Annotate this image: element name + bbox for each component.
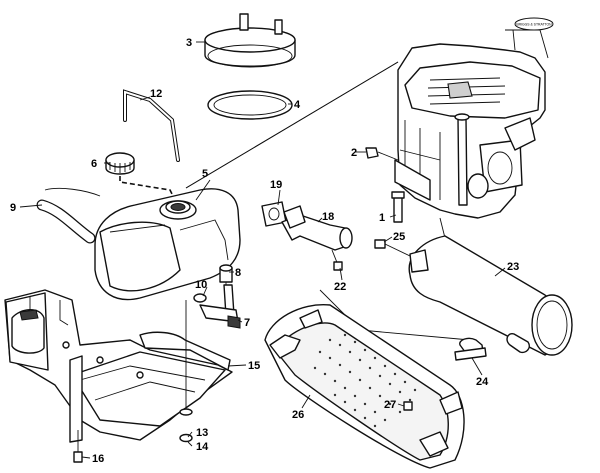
part-3-ring-bracket (204, 13, 296, 68)
callout-12: 12 (150, 88, 162, 100)
part-15-frame (4, 289, 233, 443)
part-16-bolt (73, 430, 83, 463)
callout-3: 3 (186, 37, 192, 49)
part-18-exhaust-pipe (281, 205, 353, 251)
part-23-muffler (408, 235, 573, 356)
part-1-bolt (391, 191, 405, 223)
part-13-nut (179, 433, 193, 443)
part-6-fuel-cap (105, 152, 135, 175)
callout-19: 19 (270, 179, 282, 191)
part-25-bolt (374, 239, 411, 257)
callout-15: 15 (248, 360, 260, 372)
callout-6: 6 (91, 158, 97, 170)
heat-shield-perforations (313, 333, 417, 428)
callout-25: 25 (393, 231, 405, 243)
callout-27: 27 (384, 399, 396, 411)
callout-5: 5 (202, 168, 208, 180)
callout-10: 10 (195, 279, 207, 291)
part-4-gasket (207, 90, 293, 120)
callout-9: 9 (10, 202, 16, 214)
callout-18: 18 (322, 211, 334, 223)
part-9-fuel-hose (36, 187, 101, 244)
callout-24: 24 (476, 376, 489, 388)
part-24-clamp (454, 337, 487, 361)
callout-13: 13 (196, 427, 208, 439)
engine: BRIGGS & STRATTON (394, 17, 554, 219)
part-5-fuel-tank (94, 188, 241, 301)
callout-22: 22 (334, 281, 346, 293)
callout-1: 1 (379, 212, 385, 224)
callout-leaders (19, 41, 506, 459)
part-22-bolt (331, 249, 343, 271)
callout-8: 8 (235, 267, 241, 279)
part-8-grommet (219, 264, 233, 300)
callout-14: 14 (196, 441, 209, 453)
callout-4: 4 (294, 99, 301, 111)
part-27-bolt (403, 401, 413, 411)
part-14-washer (179, 408, 193, 416)
part-7-fuel-valve (199, 284, 241, 329)
callout-2: 2 (351, 147, 357, 159)
callout-16: 16 (92, 453, 104, 465)
briggs-stratton-logo: BRIGGS & STRATTON (514, 17, 554, 31)
part-10-clamp (193, 293, 207, 303)
part-12-vent-tube (123, 89, 180, 162)
svg-text:BRIGGS & STRATTON: BRIGGS & STRATTON (516, 23, 552, 27)
cap-dashed-guide (119, 176, 176, 201)
part-2-nut (365, 147, 399, 161)
part-26-heat-shield (264, 304, 465, 469)
callout-7: 7 (244, 317, 250, 329)
callout-26: 26 (292, 409, 304, 421)
callout-23: 23 (507, 261, 519, 273)
callout-labels: 3 4 12 6 5 2 1 9 19 18 8 10 7 22 25 23 2… (10, 37, 519, 465)
